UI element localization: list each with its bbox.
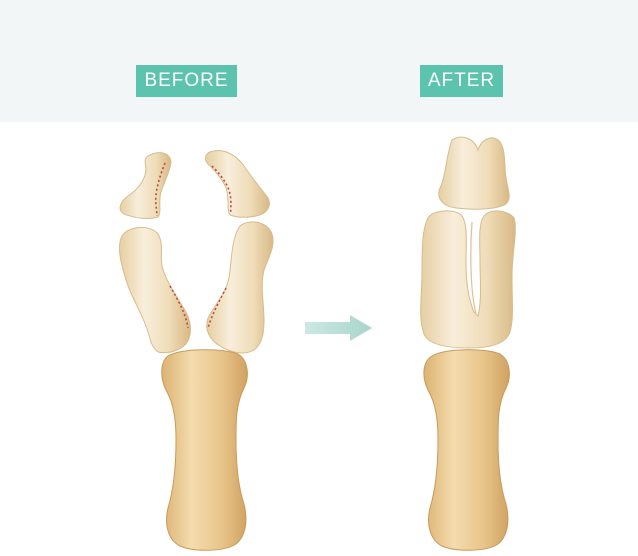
before-proximal-right-bone	[207, 222, 273, 353]
after-middle-groove	[471, 222, 476, 314]
after-distal-fused-bone	[439, 137, 509, 209]
after-metacarpal-bone	[424, 350, 509, 551]
before-distal-right-bone	[206, 151, 270, 218]
transition-arrow	[305, 315, 372, 341]
before-proximal-left-bone	[119, 227, 190, 352]
before-distal-left-bone	[120, 153, 171, 219]
after-middle-fused-bone	[421, 211, 516, 348]
before-metacarpal-bone	[162, 350, 248, 551]
